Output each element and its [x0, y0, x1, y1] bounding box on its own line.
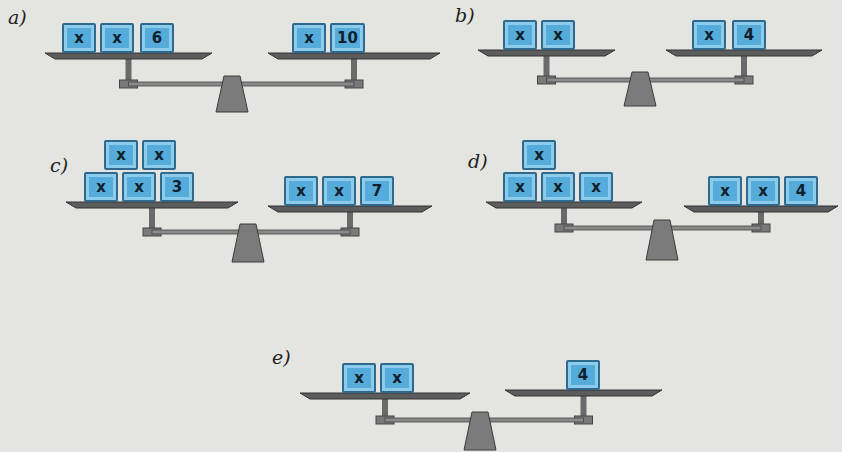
- weight-block: x: [746, 176, 780, 206]
- weight-block: x: [322, 176, 356, 206]
- weight-block: x: [342, 363, 376, 393]
- fulcrum: [464, 412, 496, 450]
- weight-block: 4: [732, 20, 766, 50]
- block-label: x: [553, 28, 563, 43]
- block-label: x: [134, 180, 144, 195]
- weight-block: x: [122, 172, 156, 202]
- block-label: x: [591, 180, 601, 195]
- item-letter: d): [468, 150, 488, 172]
- weight-block: x: [692, 20, 726, 50]
- weight-block: 3: [160, 172, 194, 202]
- pan-plate: [478, 50, 615, 56]
- block-label: 7: [372, 184, 382, 199]
- block-label: x: [354, 371, 364, 386]
- block-label: x: [704, 28, 714, 43]
- weight-block: 4: [784, 176, 818, 206]
- item-letter: e): [272, 346, 291, 368]
- weight-block: x: [541, 20, 575, 50]
- block-label: 10: [337, 31, 358, 46]
- pan-plate: [268, 206, 432, 212]
- block-label: x: [515, 28, 525, 43]
- weight-block: x: [541, 172, 575, 202]
- pan-plate: [268, 53, 440, 59]
- balance-scale: [478, 50, 822, 106]
- weight-block: 6: [140, 23, 174, 53]
- block-label: x: [304, 31, 314, 46]
- weight-block: x: [62, 23, 96, 53]
- weight-block: x: [104, 140, 138, 170]
- pan-plate: [505, 390, 662, 396]
- pan-plate: [684, 206, 838, 212]
- balance-scale: [486, 202, 838, 260]
- balance-scale: [45, 53, 440, 112]
- weight-block: x: [142, 140, 176, 170]
- block-label: x: [296, 184, 306, 199]
- block-label: x: [112, 31, 122, 46]
- fulcrum: [232, 224, 264, 262]
- pan-plate: [486, 202, 642, 208]
- weight-block: x: [284, 176, 318, 206]
- fulcrum: [624, 72, 656, 106]
- block-label: x: [534, 148, 544, 163]
- block-label: 4: [744, 28, 754, 43]
- block-label: x: [74, 31, 84, 46]
- block-label: 3: [172, 180, 182, 195]
- weight-block: x: [84, 172, 118, 202]
- block-label: x: [720, 184, 730, 199]
- weight-block: x: [522, 140, 556, 170]
- balance-scale: [300, 390, 662, 450]
- block-label: x: [96, 180, 106, 195]
- item-letter: c): [50, 154, 68, 176]
- fulcrum: [216, 76, 248, 112]
- block-label: x: [334, 184, 344, 199]
- weight-block: x: [100, 23, 134, 53]
- weight-block: x: [579, 172, 613, 202]
- pan-plate: [666, 50, 822, 56]
- weight-block: x: [503, 20, 537, 50]
- block-label: x: [116, 148, 126, 163]
- block-label: x: [154, 148, 164, 163]
- weight-block: x: [503, 172, 537, 202]
- pan-plate: [66, 202, 238, 208]
- balance-scale: [66, 202, 432, 262]
- pan-plate: [300, 393, 470, 399]
- weight-block: x: [292, 23, 326, 53]
- weight-block: 7: [360, 176, 394, 206]
- fulcrum: [646, 220, 678, 260]
- item-letter: b): [455, 4, 475, 26]
- block-label: x: [758, 184, 768, 199]
- block-label: 4: [796, 184, 806, 199]
- weight-block: 10: [330, 23, 365, 53]
- block-label: x: [553, 180, 563, 195]
- weight-block: x: [380, 363, 414, 393]
- block-label: 4: [578, 368, 588, 383]
- item-letter: a): [8, 6, 27, 28]
- block-label: 6: [152, 31, 162, 46]
- pan-plate: [45, 53, 212, 59]
- block-label: x: [515, 180, 525, 195]
- weight-block: 4: [566, 360, 600, 390]
- block-label: x: [392, 371, 402, 386]
- weight-block: x: [708, 176, 742, 206]
